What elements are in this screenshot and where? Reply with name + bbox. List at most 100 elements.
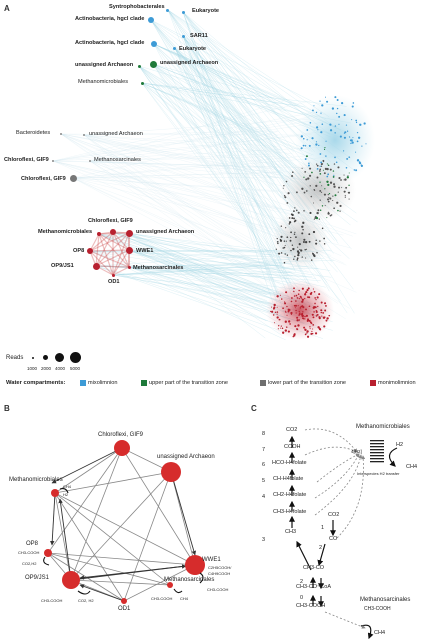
b-label-unassigned: unassigned Archaeon: [157, 454, 215, 460]
c-num-0: 0: [300, 595, 304, 601]
edge-b-5: [170, 471, 196, 566]
flow-b-ms: [173, 588, 183, 594]
node-actino-1: [148, 17, 154, 23]
c-step-4-label: CH2-H4folate: [273, 492, 307, 498]
legend-swatch-upper-transition: [141, 380, 147, 386]
b-ann-mm-h2: H2: [63, 492, 69, 497]
reads-legend-label-5000: 5000: [70, 366, 81, 371]
node-eukaryote-1: [182, 11, 185, 14]
b-label-op9js1: OP9/JS1: [25, 575, 50, 581]
c-dash-1: [304, 428, 358, 453]
c-dash-4: [314, 453, 360, 499]
node-unassigned-archaeon-3: [83, 134, 85, 136]
b-ann-op9-b: CO2, H2: [78, 598, 94, 603]
panel-c-pathway: [289, 428, 398, 640]
label-unassigned-archaeon-1: unassigned Archaeon: [75, 62, 134, 68]
c-ch4-right: CH4: [406, 464, 418, 470]
label-op9js1: OP9/JS1: [51, 263, 74, 269]
arrow-b-3: [49, 492, 56, 546]
node-b-chloroflexi: [114, 440, 130, 456]
c-num-2b: 2: [300, 579, 304, 585]
c-step-8-label: CO2: [286, 427, 298, 433]
label-unassigned-archaeon-2: unassigned Archaeon: [160, 60, 219, 66]
label-eukaryote-1: Eukaryote: [192, 8, 220, 14]
reads-legend-label-1000: 1000: [27, 366, 38, 371]
panel-b-letter: B: [4, 404, 10, 413]
c-step-4-num: 4: [262, 494, 266, 500]
edge-b-11: [70, 579, 171, 586]
node-b-wwe1: [185, 555, 205, 575]
label-methanosarcinales-2: Methanosarcinales: [133, 265, 184, 271]
b-ann-mm-ch4: CH4: [63, 484, 72, 489]
node-unassigned-archaeon-4: [126, 230, 133, 237]
node-unassigned-archaeon-2: [150, 61, 157, 68]
node-chloroflexi-2: [70, 175, 77, 182]
c-step-3-label: CH3: [285, 529, 297, 535]
reads-legend-dot-1000: [32, 357, 34, 359]
label-actino-2: Actinobacteria, hgcl clade: [75, 40, 145, 46]
c-dash-6: [336, 455, 366, 539]
edge-b-2: [54, 447, 123, 494]
arrow-b-7: [79, 584, 125, 602]
node-op9js1: [93, 263, 100, 270]
c-num-2a: 2: [319, 545, 323, 551]
label-op8: OP8: [73, 248, 85, 254]
label-eukaryote-2: Eukaryote: [179, 46, 207, 52]
reads-legend-dot-2000: [43, 355, 48, 360]
b-label-methanosarcinales: Methanosarcinales: [164, 577, 215, 583]
label-methanomicrobiales-2: Methanomicrobiales: [38, 229, 93, 235]
legend-swatch-mixolimnion: [80, 380, 86, 386]
b-ann-wwe1-c: CH3-COOH: [207, 587, 229, 592]
c-ch3co: CH3-CO: [303, 565, 325, 571]
b-ann-op8-a: CH3-COOH: [18, 550, 40, 555]
b-label-od1: OD1: [118, 606, 131, 612]
c-h-bracket: 4[H2]: [351, 449, 362, 454]
c-step-7-label: COOH: [284, 444, 301, 450]
arrow-b-6: [58, 498, 72, 581]
b-label-chloroflexi: Chloroflexi, GIF9: [98, 432, 144, 438]
panel-c-letter: C: [251, 404, 257, 413]
c-dash-2: [304, 446, 358, 456]
b-ann-ms-b: CH4: [180, 596, 189, 601]
node-od1: [112, 274, 115, 277]
edge-b-15: [123, 471, 172, 602]
node-b-od1: [121, 598, 127, 604]
node-sar11: [182, 35, 185, 38]
node-bacteroidetes: [60, 133, 62, 135]
node-b-unassigned: [161, 462, 181, 482]
c-step-7-num: 7: [262, 447, 266, 453]
label-syntrophobacterales: Syntrophobacterales: [109, 4, 165, 10]
edge-b-18: [47, 447, 123, 554]
arrow-b-2: [170, 471, 197, 556]
flow-b-mm: [59, 487, 69, 494]
legend-label-lower-transition: lower part of the transition zone: [268, 380, 347, 386]
c-methanomicrobiales: Methanomicrobiales: [356, 424, 410, 430]
node-op8: [87, 248, 93, 254]
node-b-op8: [44, 549, 52, 557]
b-ann-op8-b: CO2,H2: [22, 561, 37, 566]
panel-a-network: [52, 9, 375, 341]
interspecies-transfer-bars: [370, 440, 384, 463]
c-h2-right: H2: [396, 442, 404, 448]
node-actino-2: [151, 41, 157, 47]
c-arrow-co-co: [317, 543, 326, 567]
label-chloroflexi-1: Chloroflexi, GIF9: [4, 157, 49, 163]
c-ch3coscoa: CH3-CO~CoA: [296, 584, 331, 590]
c-dash-7: [324, 611, 366, 629]
reads-legend-title: Reads: [6, 355, 24, 361]
b-ann-wwe1-b: C4H9COOH: [208, 571, 231, 576]
cluster-edges: [89, 231, 130, 276]
c-ch3cooh: CH3-COOH: [296, 603, 326, 609]
label-unassigned-archaeon-4: unassigned Archaeon: [136, 229, 195, 235]
c-arrow-h2-ch4: [388, 447, 398, 467]
arrow-b-5: [79, 564, 196, 580]
c-step-6-label: HCO-H4folate: [272, 460, 307, 466]
c-ch4-bottom: CH4: [374, 630, 386, 636]
label-methanomicrobiales-1: Methanomicrobiales: [78, 79, 129, 85]
edge-b-8: [54, 492, 196, 566]
b-ann-wwe1-a: C2H5COOH/: [208, 565, 232, 570]
legend-label-mixolimnion: mixolimnion: [88, 380, 118, 386]
node-methanomicrobiales-2: [97, 232, 101, 236]
node-b-op9js1: [62, 571, 80, 589]
c-step-5-num: 5: [262, 478, 266, 484]
